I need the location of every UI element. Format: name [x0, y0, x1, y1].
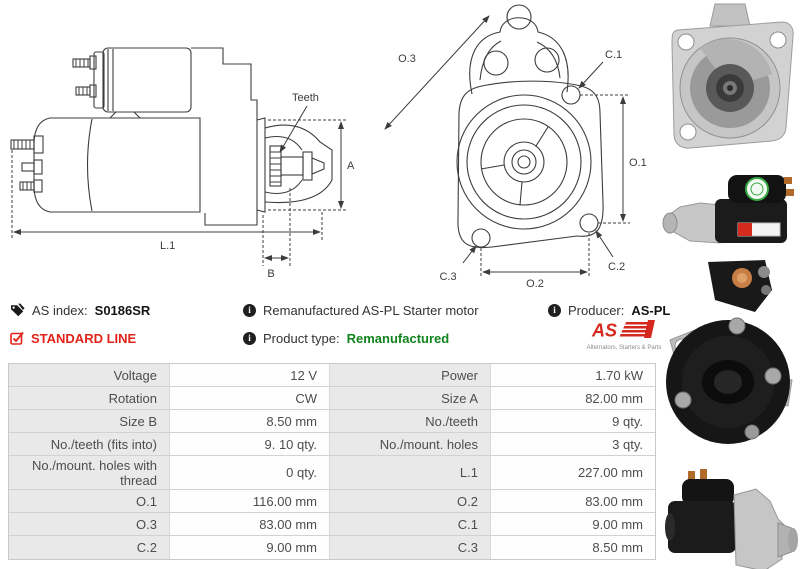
dim-l1-label: L.1 [160, 240, 175, 252]
logo-stripes [619, 320, 655, 338]
info-col-index: AS index: S0186SR STANDARD LINE [10, 296, 150, 347]
product-type-row: i Product type: Remanufactured [243, 329, 479, 347]
product-info-bar: AS index: S0186SR STANDARD LINE i Remanu… [0, 296, 670, 360]
side-view-svg: Teeth A L.1 B [10, 47, 355, 280]
spec-value-cell: 8.50 mm [169, 410, 330, 433]
as-pl-logo-mark: AS [591, 320, 655, 341]
spec-value-cell: 83.00 mm [169, 513, 330, 536]
spec-label-cell: C.2 [9, 536, 169, 559]
product-type-label: Product type: [263, 330, 340, 346]
logo-tagline: Alternators, Starters & Parts [586, 345, 662, 351]
dimension-lines [11, 105, 348, 266]
as-pl-logo: AS Alternators, Starters & Parts [585, 320, 663, 351]
standard-line-row: STANDARD LINE [10, 329, 150, 347]
product-photo-side-2[interactable] [660, 467, 800, 569]
info-col-description: i Remanufactured AS-PL Starter motor i P… [243, 296, 479, 347]
side-view-technical-drawing: Teeth A L.1 B [0, 0, 360, 297]
spec-label-cell: O.3 [9, 513, 169, 536]
standard-line-label: STANDARD LINE [31, 330, 137, 346]
as-index-label: AS index: [32, 302, 88, 318]
info-icon: i [243, 331, 256, 345]
dimension-lines [384, 15, 630, 278]
spec-label-cell: L.1 [330, 456, 490, 490]
front-view-svg: O.3 C.1 O.1 C.2 C.3 O.2 [384, 4, 647, 290]
spec-value-cell: 227.00 mm [490, 456, 655, 490]
product-type-value: Remanufactured [346, 330, 450, 346]
starter-side-outline [10, 47, 333, 226]
spec-table: Voltage 12 V Power 1.70 kW Rotation CW S… [8, 363, 656, 560]
spec-label-cell: No./mount. holes [330, 433, 490, 456]
dim-o3-label: O.3 [398, 53, 416, 65]
producer-label: Producer: [568, 302, 625, 318]
info-icon: i [548, 303, 561, 317]
spec-label-cell: O.2 [330, 490, 490, 513]
dim-b-label: B [267, 268, 274, 280]
spec-label-cell: No./teeth (fits into) [9, 433, 169, 456]
dim-a-label: A [347, 160, 355, 172]
spec-value-cell: 9.00 mm [490, 513, 655, 536]
spec-value-cell: 1.70 kW [490, 364, 655, 387]
spec-value-cell: 116.00 mm [169, 490, 330, 513]
spec-label-cell: C.1 [330, 513, 490, 536]
spec-value-cell: 8.50 mm [490, 536, 655, 559]
spec-label-cell: O.1 [9, 490, 169, 513]
dim-c1-label: C.1 [605, 49, 622, 61]
product-description: Remanufactured AS-PL Starter motor [263, 302, 479, 318]
producer-row: i Producer: AS-PL [548, 301, 670, 319]
front-view-technical-drawing: O.3 C.1 O.1 C.2 C.3 O.2 [360, 0, 660, 297]
tag-icon [11, 303, 25, 317]
as-index-row: AS index: S0186SR [10, 301, 150, 319]
spec-label-cell: Size B [9, 410, 169, 433]
spec-label-cell: Rotation [9, 387, 169, 410]
dim-c2-label: C.2 [608, 261, 625, 273]
spec-value-cell: CW [169, 387, 330, 410]
dim-o2-label: O.2 [526, 278, 544, 290]
spec-value-cell: 0 qty. [169, 456, 330, 490]
spec-value-cell: 9. 10 qty. [169, 433, 330, 456]
starter-front-outline [456, 4, 604, 249]
spec-label-cell: Power [330, 364, 490, 387]
spec-value-cell: 9.00 mm [169, 536, 330, 559]
spec-value-cell: 83.00 mm [490, 490, 655, 513]
dim-c3-label: C.3 [439, 271, 456, 283]
spec-label-cell: No./teeth [330, 410, 490, 433]
spec-label-cell: Voltage [9, 364, 169, 387]
spec-value-cell: 12 V [169, 364, 330, 387]
spec-value-cell: 82.00 mm [490, 387, 655, 410]
product-photo-front[interactable] [660, 0, 800, 171]
spec-label-cell: No./mount. holes with thread [9, 456, 169, 490]
product-photo-rear[interactable] [660, 260, 800, 467]
dim-o1-label: O.1 [629, 157, 647, 169]
product-photo-side[interactable] [660, 171, 800, 260]
spec-label-cell: C.3 [330, 536, 490, 559]
spec-value-cell: 3 qty. [490, 433, 655, 456]
as-index-value: S0186SR [94, 302, 151, 318]
info-icon: i [243, 303, 256, 317]
teeth-label: Teeth [292, 92, 319, 104]
checkbox-checked-icon [10, 331, 24, 345]
info-col-producer: i Producer: AS-PL AS Alternators, Starte… [548, 296, 670, 351]
logo-text: AS [591, 321, 617, 341]
spec-label-cell: Size A [330, 387, 490, 410]
producer-value: AS-PL [631, 302, 671, 318]
spec-value-cell: 9 qty. [490, 410, 655, 433]
description-row: i Remanufactured AS-PL Starter motor [243, 301, 479, 319]
product-photos-column [660, 0, 800, 569]
